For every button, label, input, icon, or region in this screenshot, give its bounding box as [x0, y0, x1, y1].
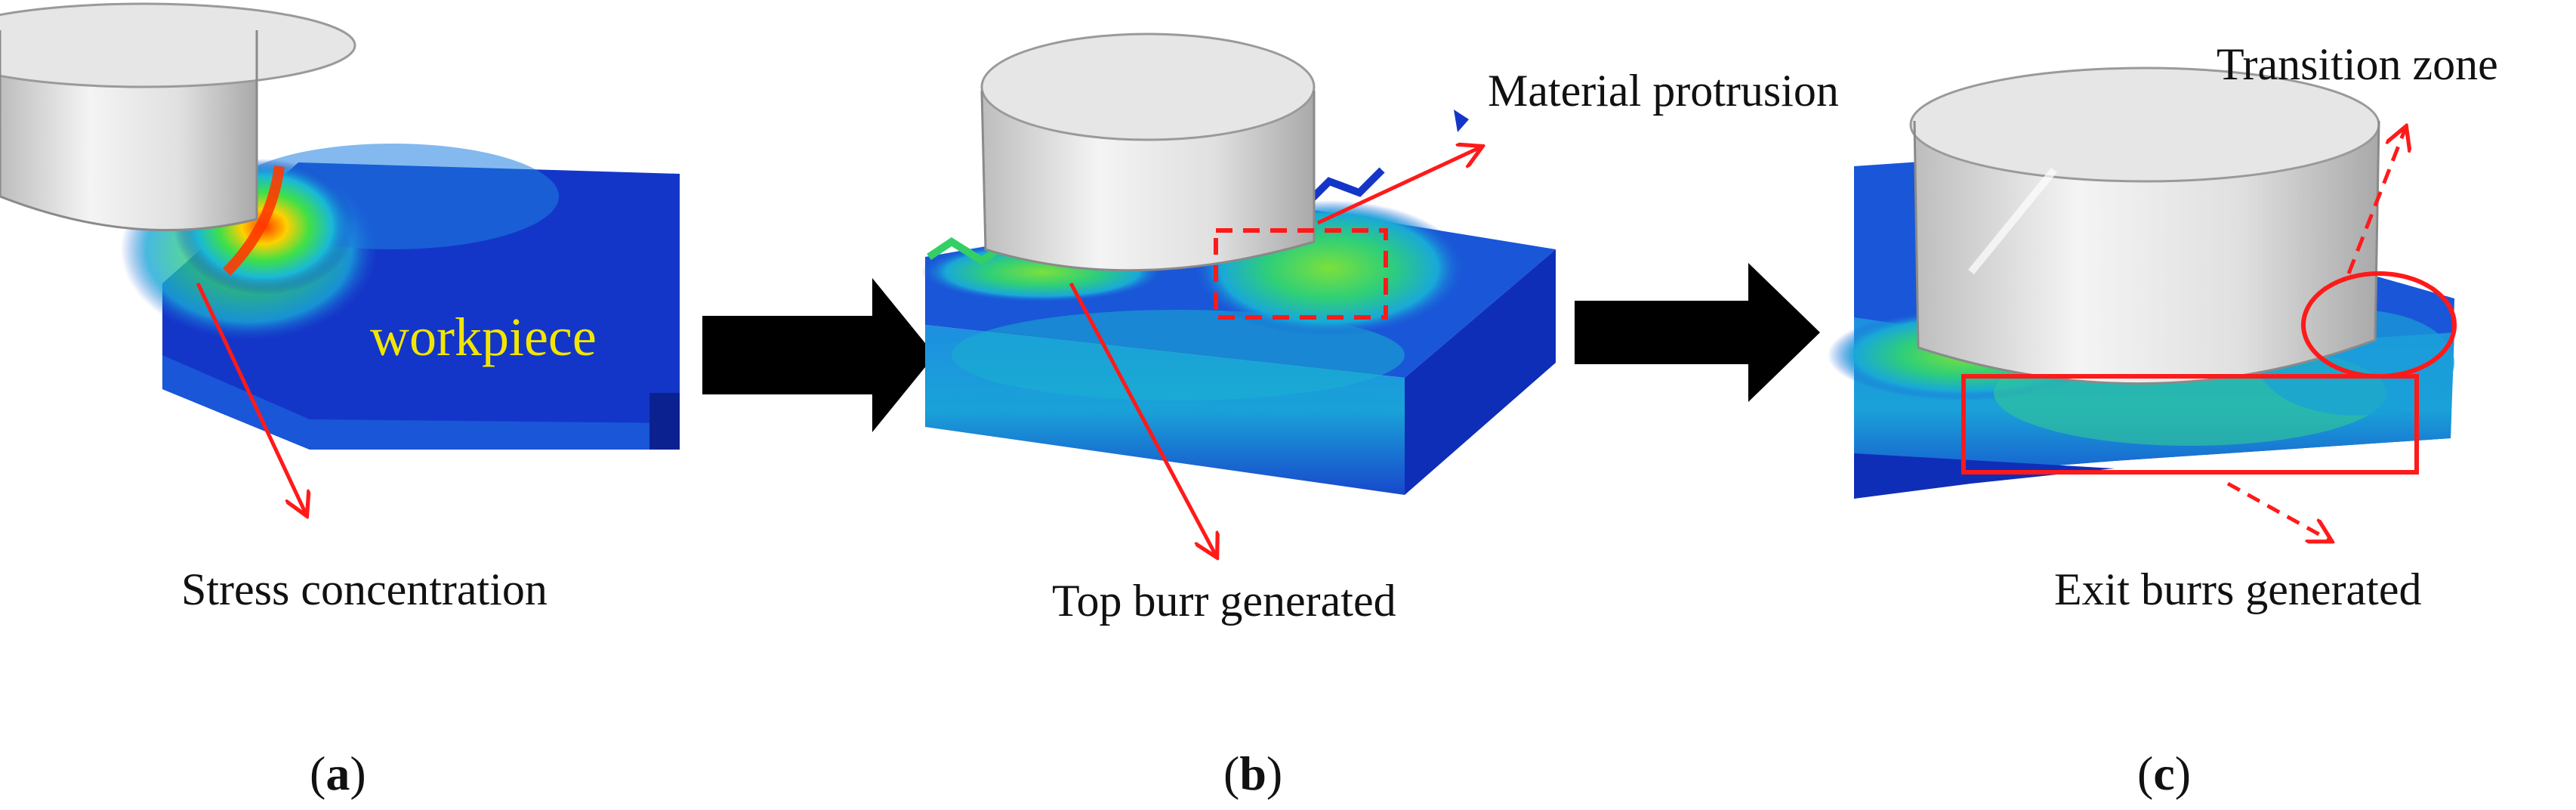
panel-a-label: (a) — [310, 747, 366, 800]
exit-burrs-label: Exit burrs generated — [2054, 564, 2421, 614]
protrusion-arrow — [1316, 147, 1480, 225]
transition-zone-label: Transition zone — [2217, 39, 2498, 89]
workpiece-label: workpiece — [370, 307, 597, 367]
panel-c-label: (c) — [2137, 747, 2191, 800]
panel-b: Material protrusion Top burr generated (… — [921, 32, 1839, 800]
exit-burrs-box — [1961, 374, 2419, 475]
stress-concentration-label: Stress concentration — [181, 564, 548, 614]
tool-b — [980, 32, 1316, 272]
transition-arrow — [2346, 128, 2405, 274]
exit-burrs-arrow — [2226, 481, 2330, 540]
material-protrusion-label: Material protrusion — [1488, 66, 1839, 116]
flow-arrow-2 — [1575, 263, 1820, 402]
flow-arrow-1 — [702, 278, 935, 432]
panel-c: Transition zone Exit burrs generated (c) — [1828, 39, 2498, 800]
protrusion-box — [1214, 228, 1388, 320]
stress-arrow — [196, 282, 306, 514]
top-burr-label: Top burr generated — [1052, 576, 1396, 626]
tool-c — [1909, 66, 2380, 385]
panel-b-label: (b) — [1223, 747, 1282, 800]
top-burr-arrow — [1069, 282, 1216, 555]
panel-a: workpiece Stress concentration (a) — [0, 2, 680, 800]
tool-a — [0, 2, 356, 232]
